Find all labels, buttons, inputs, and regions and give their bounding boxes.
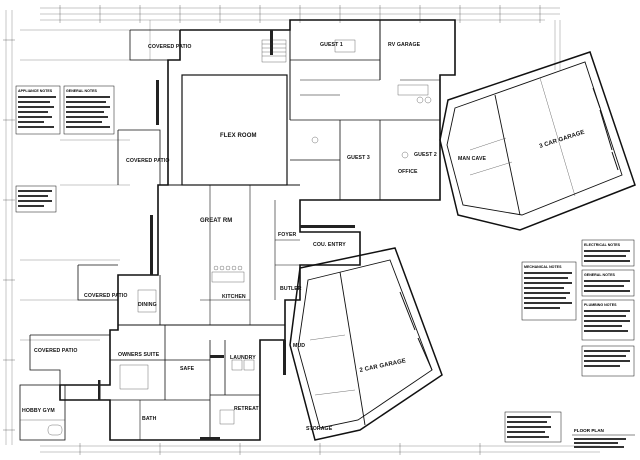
- main-house-walls: [19, 19, 456, 441]
- room-label-guest-3: GUEST 3: [347, 155, 370, 161]
- general-notes-right-block: GENERAL NOTES: [581, 269, 635, 297]
- mechanical-notes-title: MECHANICAL NOTES: [524, 265, 562, 269]
- general-notes-left-block: GENERAL NOTES: [63, 85, 115, 135]
- legend-block: [504, 411, 562, 443]
- room-label-foyer: FOYER: [278, 232, 297, 238]
- room-label-flex-room: FLEX ROOM: [220, 133, 257, 139]
- room-label-great-rm: GREAT RM: [200, 218, 232, 224]
- room-label-kitchen: KITCHEN: [222, 294, 246, 300]
- title-block: FLOOR PLAN: [572, 428, 635, 448]
- room-label-safe: SAFE: [180, 366, 195, 372]
- room-label-guest-1: GUEST 1: [320, 42, 343, 48]
- room-label-rv-garage: RV GARAGE: [388, 42, 421, 48]
- room-label-three-car-garage: 3 CAR GARAGE: [539, 130, 586, 150]
- electrical-notes-title: ELECTRICAL NOTES: [584, 243, 621, 247]
- room-label-two-car-garage: 2 CAR GARAGE: [359, 358, 406, 374]
- room-label-dining: DINING: [138, 302, 157, 308]
- room-label-butler: BUTLER: [280, 286, 302, 292]
- sheet-title: FLOOR PLAN: [574, 428, 605, 433]
- dimension-ticks: [3, 5, 541, 455]
- angled-garage-wing-lower: [289, 247, 443, 441]
- general-notes-right-title: GENERAL NOTES: [584, 273, 615, 277]
- appliance-notes-block: APPLIANCE NOTES: [15, 85, 61, 135]
- wall-hatch: [98, 30, 355, 440]
- right-small-note-block: [581, 345, 635, 377]
- room-label-office: OFFICE: [398, 169, 418, 175]
- room-label-retreat: RETREAT: [234, 406, 260, 412]
- angled-garage-wing: [439, 51, 636, 231]
- small-notes-left-block: [15, 185, 57, 213]
- room-label-court-entry: COU. ENTRY: [313, 242, 346, 248]
- room-label-owners-suite: OWNERS SUITE: [118, 352, 160, 358]
- plumbing-notes-title: PLUMBING NOTES: [584, 303, 617, 307]
- room-label-covered-patio-mid: COVERED PATIO: [84, 293, 127, 299]
- room-label-covered-patio-bottom: COVERED PATIO: [34, 348, 77, 354]
- room-label-man-cave: MAN CAVE: [458, 156, 487, 162]
- room-label-storage: STORAGE: [306, 426, 333, 432]
- general-notes-left-title: GENERAL NOTES: [66, 89, 97, 93]
- room-label-bath: BATH: [142, 416, 157, 422]
- mechanical-notes-block: MECHANICAL NOTES: [521, 261, 577, 321]
- room-label-laundry: LAUNDRY: [230, 355, 256, 361]
- plumbing-notes-block: PLUMBING NOTES: [581, 299, 635, 341]
- fixtures: [47, 39, 432, 436]
- room-label-hobby-gym: HOBBY GYM: [22, 408, 55, 414]
- appliance-notes-title: APPLIANCE NOTES: [18, 89, 53, 93]
- room-label-mud: MUD: [293, 343, 305, 349]
- room-label-covered-patio-top: COVERED PATIO: [148, 44, 191, 50]
- note-blocks: APPLIANCE NOTES GENERAL NOTES: [15, 85, 635, 443]
- room-label-covered-patio-left: COVERED PATIO: [126, 158, 169, 164]
- room-label-guest-2: GUEST 2: [414, 152, 437, 158]
- electrical-notes-block: ELECTRICAL NOTES: [581, 239, 635, 267]
